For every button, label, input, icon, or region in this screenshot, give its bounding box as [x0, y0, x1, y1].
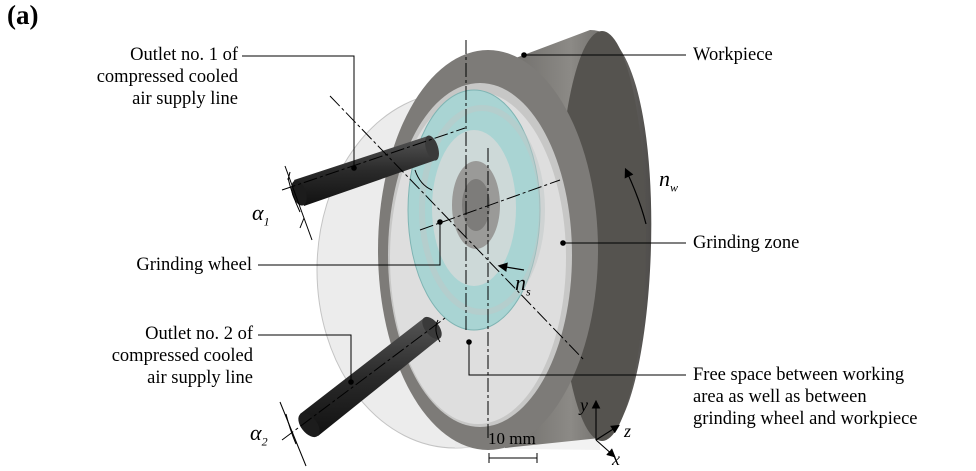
axis-label-x: x: [612, 449, 620, 469]
symbol-base: α: [250, 420, 262, 445]
rotation-arrow-workpiece: [624, 167, 647, 225]
label-outlet-2: Outlet no. 2 of compressed cooled air su…: [60, 323, 253, 389]
symbol-subscript: s: [526, 284, 531, 299]
angle-mark-alpha2: [279, 401, 307, 467]
label-line: Outlet no. 2 of: [145, 324, 253, 344]
rotation-arrow-wheel: [497, 262, 525, 272]
label-line: compressed cooled: [111, 346, 253, 366]
symbol-subscript: 1: [263, 214, 270, 229]
label-line: air supply line: [132, 89, 238, 109]
angle-mark-alpha1: [284, 165, 313, 241]
label-outlet-1: Outlet no. 1 of compressed cooled air su…: [60, 44, 238, 110]
coordinate-axes: [591, 399, 620, 458]
label-grinding-zone: Grinding zone: [693, 233, 800, 253]
leader-dots: [348, 52, 566, 385]
label-workpiece: Workpiece: [693, 45, 773, 65]
scale-bar-label: 10 mm: [488, 429, 536, 448]
symbol-n-w: nw: [659, 168, 678, 198]
angle-arcs-at-wheel: [414, 169, 441, 343]
symbol-subscript: w: [670, 180, 679, 195]
symbol-base: α: [252, 200, 264, 225]
panel-label: (a): [7, 0, 39, 30]
scale-bar: [488, 453, 538, 463]
leader-lines: [242, 54, 686, 382]
symbol-alpha-2: α2: [250, 422, 268, 452]
symbol-alpha-1: α1: [252, 202, 270, 232]
center-lines: [281, 40, 585, 441]
axis-label-z: z: [624, 421, 632, 441]
axis-label-y: y: [580, 395, 588, 415]
symbol-base: n: [515, 270, 526, 295]
label-line: Free space between working: [693, 365, 905, 385]
label-grinding-wheel: Grinding wheel: [136, 255, 252, 275]
label-line: grinding wheel and workpiece: [693, 409, 918, 429]
label-line: air supply line: [147, 368, 253, 388]
label-line: Outlet no. 1 of: [130, 45, 238, 65]
label-line: compressed cooled: [96, 67, 238, 87]
symbol-subscript: 2: [261, 434, 268, 449]
symbol-n-s: ns: [515, 272, 531, 302]
label-free-space: Free space between working area as well …: [693, 364, 918, 430]
label-line: area as well as between: [693, 387, 867, 407]
nozzle-1: [291, 135, 439, 206]
symbol-base: n: [659, 166, 670, 191]
